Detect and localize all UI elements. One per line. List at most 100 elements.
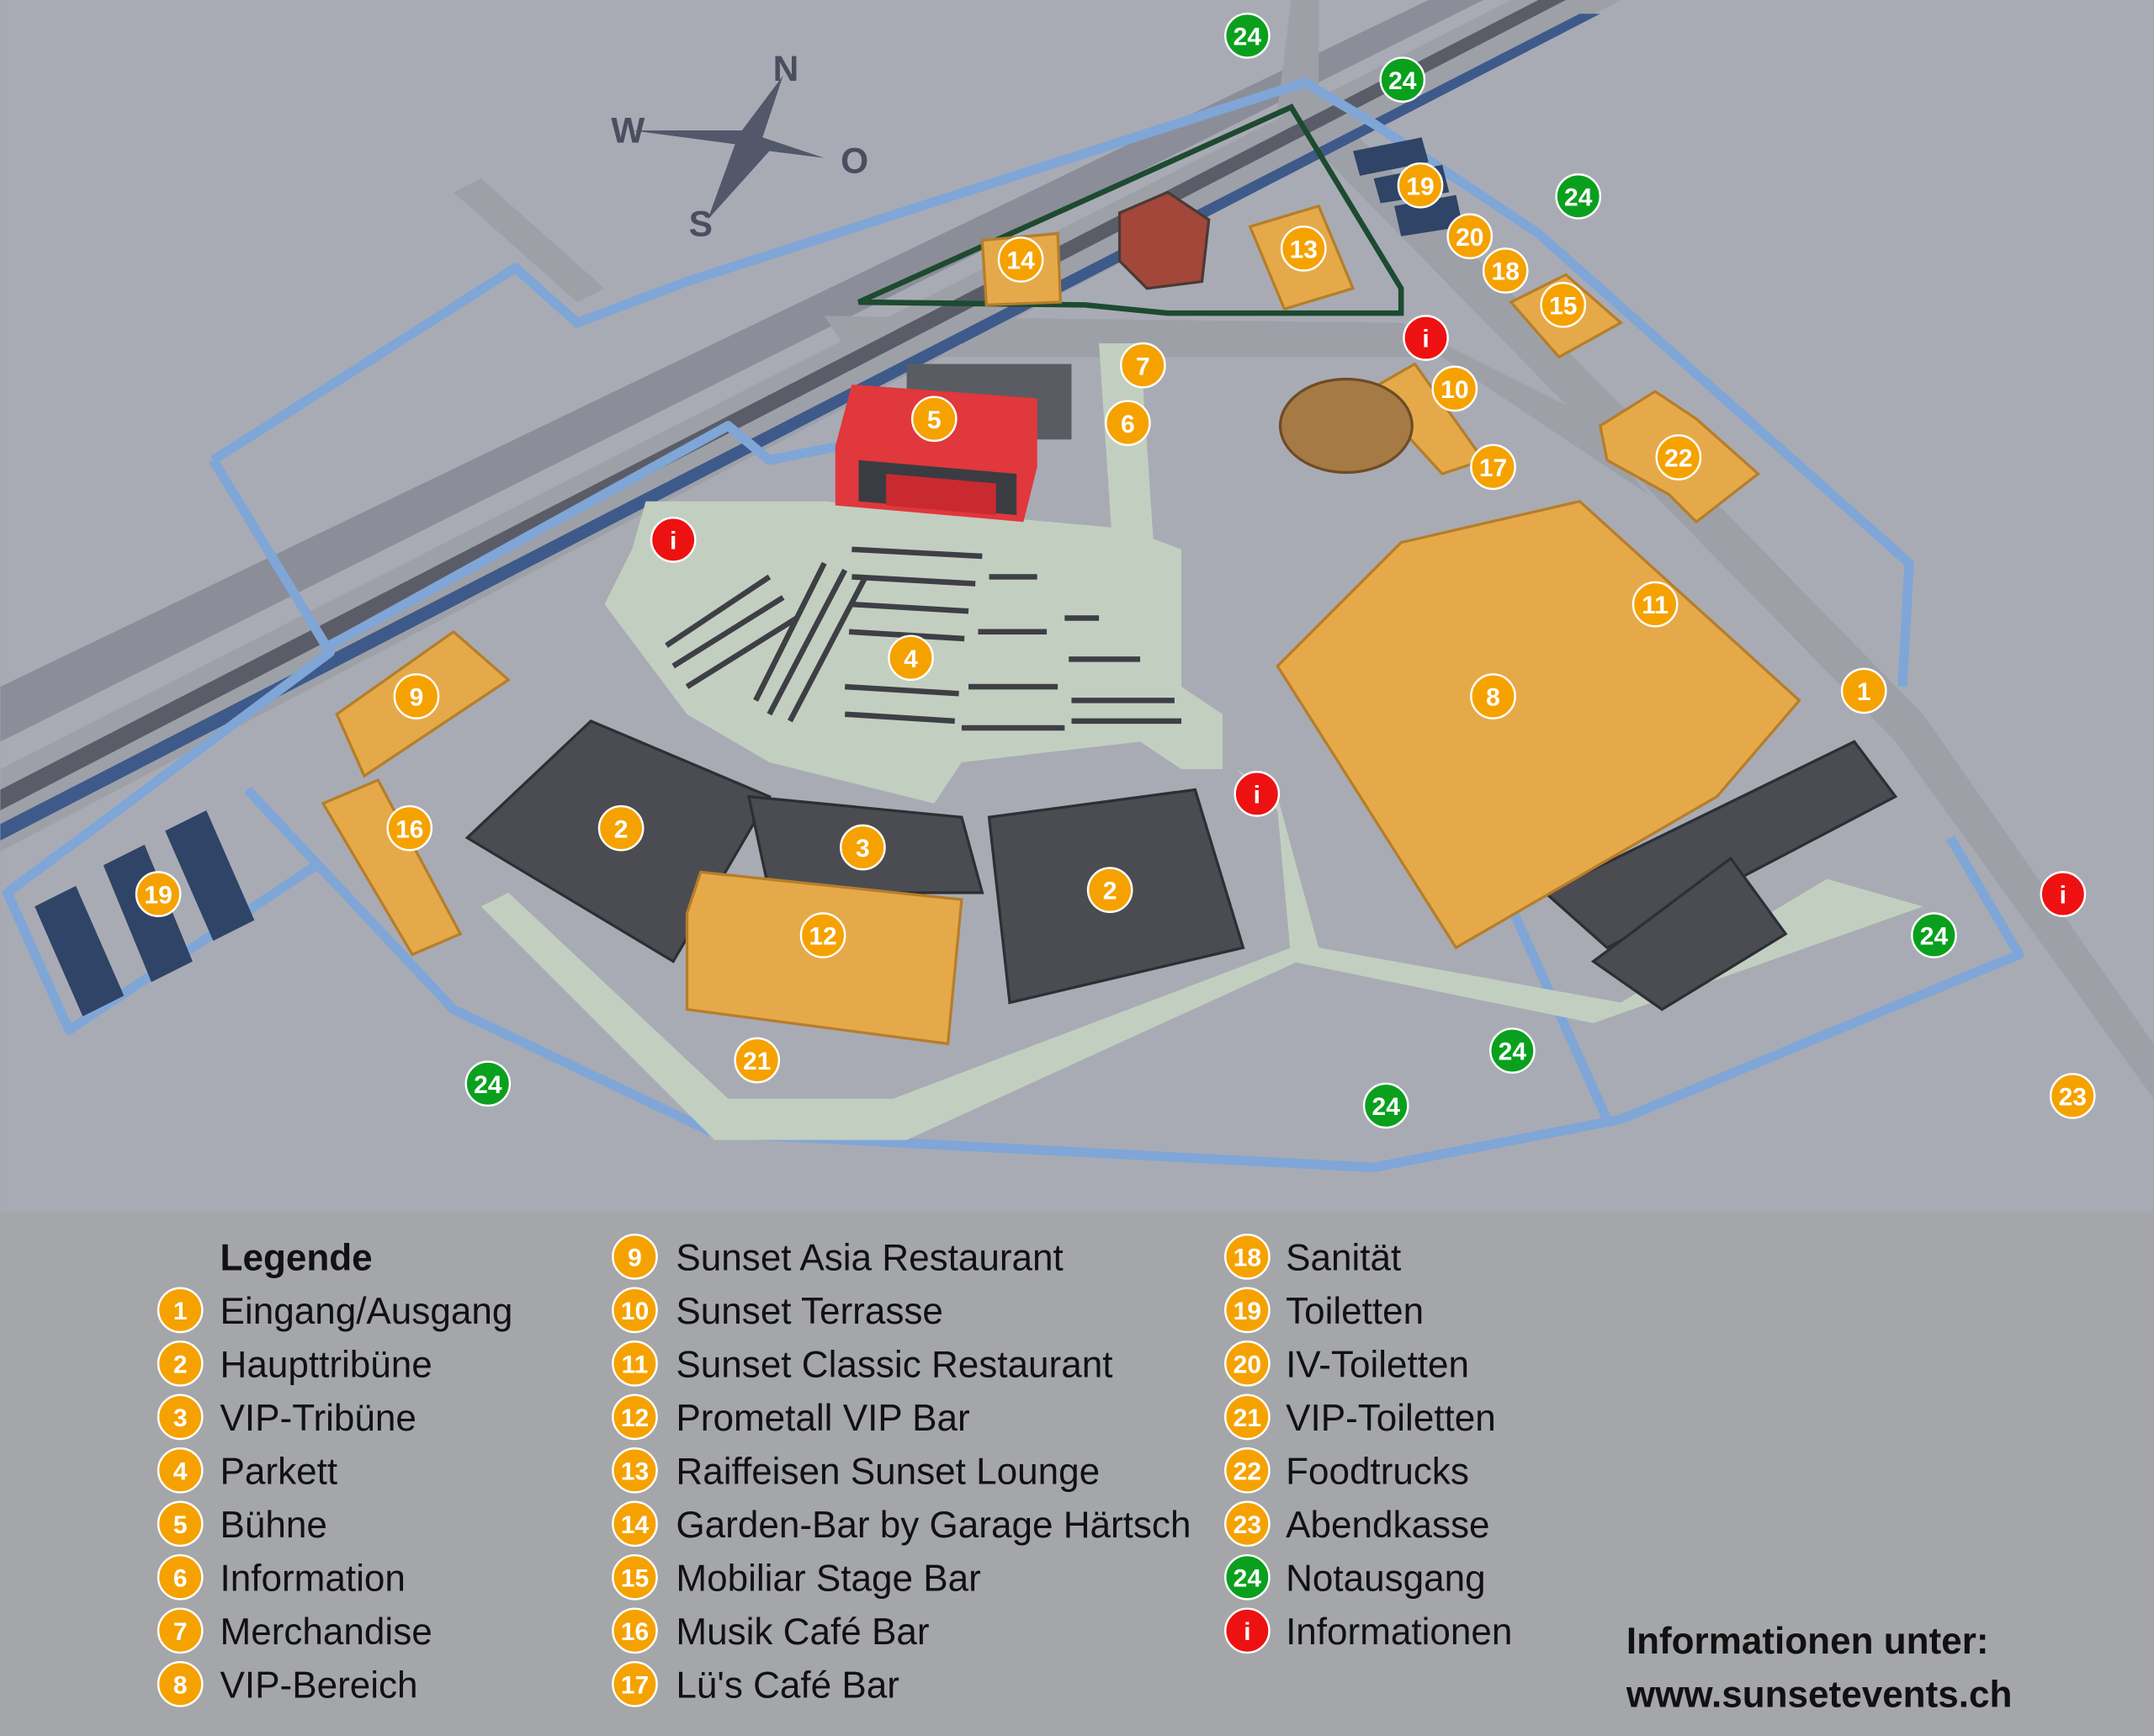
- marker-circle: [612, 1447, 658, 1494]
- marker-circle: [157, 1607, 204, 1654]
- legend-badge: 14: [612, 1500, 658, 1548]
- church-building: [1117, 190, 1211, 290]
- marker-circle: [888, 634, 934, 682]
- marker-number: 4: [904, 645, 918, 673]
- marker-circle: [1362, 1082, 1409, 1129]
- location-marker-22: 22: [1655, 434, 1702, 480]
- marker-circle: [1280, 226, 1327, 272]
- marker-circle: [1446, 213, 1493, 260]
- compass-rose: N O S W: [611, 49, 868, 243]
- parkett-seating: [665, 546, 1182, 731]
- legend-badge: 8: [157, 1660, 204, 1707]
- emergency-exit-marker: 24: [1555, 173, 1602, 220]
- marker-circle: [157, 1553, 204, 1601]
- marker-number: 20: [1234, 1351, 1261, 1379]
- marker-circle: [1631, 581, 1679, 628]
- marker-number: 20: [1456, 224, 1483, 252]
- legend-label: Foodtrucks: [1286, 1452, 1469, 1493]
- marker-number: 10: [1440, 376, 1468, 404]
- marker-number: 16: [395, 815, 423, 843]
- legend-label: Parkett: [220, 1452, 338, 1493]
- location-marker-11: 11: [1631, 581, 1679, 628]
- marker-number: 3: [173, 1404, 188, 1432]
- legend-badge: 7: [157, 1607, 204, 1654]
- marker-number: 22: [1234, 1457, 1261, 1485]
- legend-label: Prometall VIP Bar: [676, 1398, 969, 1439]
- info-point-marker: i: [2040, 871, 2087, 917]
- legend-label: VIP-Bereich: [220, 1665, 418, 1707]
- legend-label: Sunset Terrasse: [676, 1291, 942, 1332]
- legend-badge: 11: [612, 1340, 658, 1387]
- marker-circle: [1470, 673, 1516, 719]
- legend-label: Sunset Asia Restaurant: [676, 1238, 1063, 1279]
- legend-label: VIP-Tribüne: [220, 1398, 416, 1439]
- marker-number: i: [1254, 781, 1260, 809]
- legend-title: Legende: [220, 1238, 373, 1279]
- emergency-exit-marker: 24: [1489, 1027, 1536, 1074]
- marker-number: 21: [743, 1048, 771, 1075]
- legend-label: Raiffeisen Sunset Lounge: [676, 1452, 1100, 1493]
- legend-badge: 9: [612, 1234, 658, 1280]
- marker-number: 8: [1486, 684, 1500, 712]
- location-marker-16: 16: [386, 804, 433, 852]
- marker-circle: [1224, 13, 1271, 59]
- compass-south: S: [689, 204, 713, 244]
- marker-number: 19: [144, 882, 172, 910]
- marker-circle: [840, 824, 886, 871]
- marker-number: 3: [856, 835, 870, 863]
- legend-badge: 21: [1224, 1394, 1271, 1441]
- marker-circle: [734, 1037, 781, 1084]
- marker-circle: [1086, 867, 1133, 913]
- legend-label: Musik Café Bar: [676, 1611, 929, 1653]
- legend-badge: 2: [157, 1340, 204, 1387]
- lounge-garden-fence: [857, 104, 1404, 316]
- marker-circle: [1555, 173, 1602, 220]
- marker-number: 14: [1006, 247, 1035, 275]
- marker-number: 11: [622, 1351, 649, 1379]
- marker-circle: [2040, 871, 2087, 917]
- location-marker-17: 17: [1470, 443, 1516, 491]
- location-marker-7: 7: [1120, 342, 1166, 389]
- marker-number: 5: [173, 1511, 188, 1539]
- legend-badge: 10: [612, 1287, 658, 1334]
- marker-circle: [157, 1287, 204, 1334]
- legend-badge: 4: [157, 1447, 204, 1494]
- marker-number: 6: [173, 1564, 188, 1592]
- marker-number: 24: [1499, 1038, 1527, 1066]
- legend-badge: 23: [1224, 1500, 1271, 1548]
- marker-number: 6: [1121, 411, 1135, 438]
- website-link[interactable]: www.sunsetevents.ch: [1626, 1675, 2013, 1716]
- legend-badge: 3: [157, 1394, 204, 1441]
- legend-label: Sunset Classic Restaurant: [676, 1345, 1112, 1386]
- location-marker-10: 10: [1431, 365, 1478, 412]
- marker-circle: [997, 236, 1044, 283]
- location-marker-18: 18: [1482, 247, 1529, 294]
- marker-circle: [135, 871, 182, 917]
- legend-label: Merchandise: [220, 1611, 432, 1653]
- marker-number: 18: [1234, 1245, 1261, 1272]
- info-point-marker: i: [1234, 771, 1281, 817]
- marker-number: 24: [1920, 923, 1949, 951]
- marker-circle: [650, 517, 697, 563]
- marker-number: 23: [1234, 1511, 1261, 1539]
- location-marker-14: 14: [997, 236, 1044, 283]
- marker-number: 5: [927, 406, 942, 434]
- legend-label: Toiletten: [1286, 1291, 1424, 1332]
- marker-number: 24: [1372, 1093, 1401, 1121]
- legend-label: VIP-Toiletten: [1286, 1398, 1496, 1439]
- marker-circle: [1120, 342, 1166, 389]
- marker-number: 13: [621, 1457, 649, 1485]
- marker-circle: [1234, 771, 1281, 817]
- marker-circle: [1911, 912, 1957, 958]
- location-marker-15: 15: [1540, 281, 1587, 328]
- legend-label: Lü's Café Bar: [676, 1665, 899, 1707]
- marker-number: i: [670, 528, 676, 555]
- location-marker-6: 6: [1105, 400, 1151, 447]
- marker-number: 9: [410, 684, 424, 712]
- marker-circle: [393, 673, 440, 719]
- marker-circle: [1840, 667, 1887, 714]
- marker-number: 19: [1406, 173, 1434, 200]
- marker-number: 11: [1642, 592, 1669, 619]
- marker-number: 15: [621, 1564, 649, 1592]
- legend-badge: 15: [612, 1553, 658, 1601]
